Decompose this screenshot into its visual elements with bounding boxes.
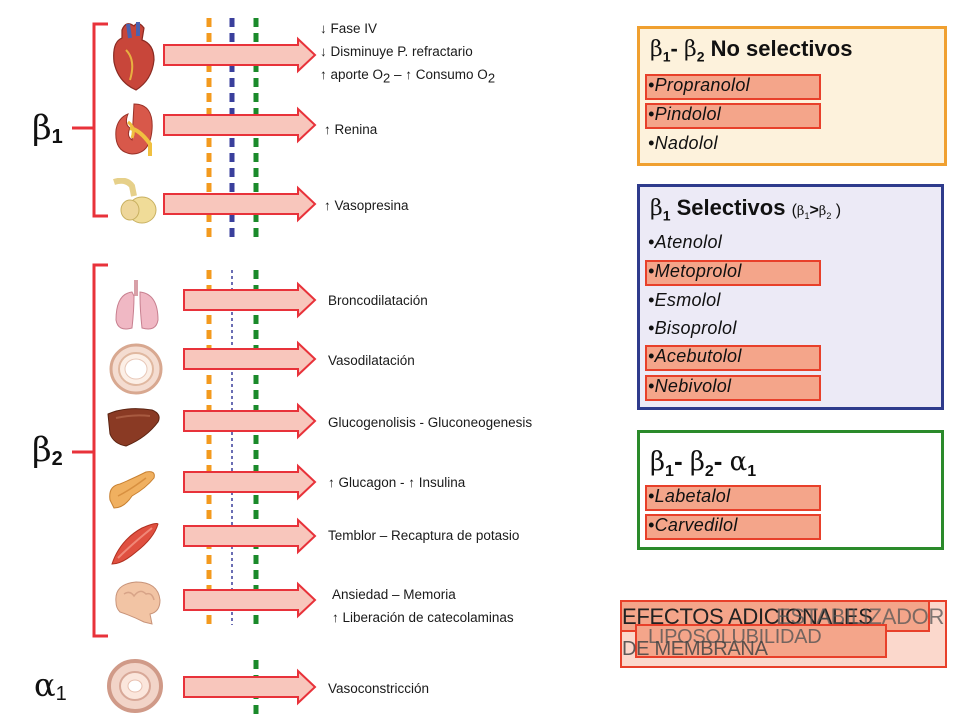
pancreas-icon bbox=[106, 466, 158, 512]
overlap-box-front bbox=[635, 624, 887, 658]
highlight-propranolol bbox=[645, 74, 821, 100]
effect-muscle-tremor: Temblor – Recaptura de potasio bbox=[328, 528, 520, 543]
drug-metoprolol: •Metoprolol bbox=[648, 261, 742, 281]
drug-carvedilol: •Carvedilol bbox=[648, 515, 738, 535]
selective-title: β1 Selectivos (β1>β2 ) bbox=[650, 195, 842, 224]
drug-pindolol: •Pindolol bbox=[648, 104, 722, 124]
drug-acebutolol: •Acebutolol bbox=[648, 346, 742, 366]
arrow-vessel-alpha bbox=[183, 668, 317, 706]
effect-heart-phase4: ↓ Fase IV bbox=[320, 21, 378, 36]
effect-liver-glycogenolysis: Glucogenolisis - Gluconeogenesis bbox=[328, 415, 533, 430]
effect-heart-oxygen: ↑ aporte O2 – ↑ Consumo O2 bbox=[320, 67, 496, 86]
arrow-liver bbox=[183, 402, 317, 440]
arrow-muscle bbox=[183, 517, 317, 555]
overlap-text-effects: EFECTOS ADICIONALES bbox=[622, 604, 873, 629]
arrow-kidney bbox=[163, 106, 317, 144]
beta2-bracket bbox=[72, 263, 108, 638]
arrow-pancreas bbox=[183, 463, 317, 501]
effect-brain-anxiety: Ansiedad – Memoria bbox=[332, 587, 456, 602]
drug-bisoprolol: •Bisoprolol bbox=[648, 318, 737, 338]
effect-arrows bbox=[163, 36, 317, 706]
drug-propranolol: •Propranolol bbox=[648, 75, 750, 95]
mixed-title: β1- β2- α1 bbox=[650, 446, 757, 481]
drug-labetalol: •Labetalol bbox=[648, 486, 731, 506]
selective-box bbox=[637, 184, 944, 410]
drug-nadolol: •Nadolol bbox=[648, 133, 718, 153]
overlap-text-liposolubility: LIPOSOLUBILIDAD bbox=[648, 626, 822, 648]
blood-vessel-icon bbox=[108, 342, 164, 396]
highlight-nebivolol bbox=[645, 375, 821, 401]
highlight-carvedilol bbox=[645, 514, 821, 540]
highlight-pindolol bbox=[645, 103, 821, 129]
drug-nebivolol: •Nebivolol bbox=[648, 376, 732, 396]
effect-pancreas-glucagon: ↑ Glucagon - ↑ Insulina bbox=[328, 475, 466, 490]
liver-icon bbox=[106, 404, 162, 450]
receptor-label-beta1: β1 bbox=[32, 108, 63, 148]
arrow-heart bbox=[163, 36, 317, 74]
effect-vessel-vasodilation: Vasodilatación bbox=[328, 353, 415, 368]
brain-icon bbox=[110, 576, 164, 626]
arrow-pituitary bbox=[163, 185, 317, 223]
arrow-lung bbox=[183, 281, 317, 319]
overlap-text-stabilizer: ESTABILIZADOR bbox=[776, 604, 945, 629]
effect-heart-refractory: ↓ Disminuye P. refractario bbox=[320, 44, 473, 59]
arrow-brain bbox=[183, 581, 317, 619]
receptor-label-beta2: β2 bbox=[32, 430, 63, 470]
highlight-labetalol bbox=[645, 485, 821, 511]
effect-vessel-vasoconstriction: Vasoconstricción bbox=[328, 681, 430, 696]
overlap-text-membrane: DE MEMBRANA bbox=[622, 638, 768, 660]
muscle-icon bbox=[108, 518, 162, 568]
nonselective-title: β1- β2 No selectivos bbox=[650, 36, 853, 65]
blood-vessel-alpha-icon bbox=[106, 658, 164, 714]
lungs-icon bbox=[112, 276, 162, 334]
effect-kidney-renin: ↑ Renina bbox=[324, 122, 378, 137]
highlight-acebutolol bbox=[645, 345, 821, 371]
arrow-vessel bbox=[183, 340, 317, 378]
heart-icon bbox=[108, 20, 160, 92]
effect-lung-bronchodilation: Broncodilatación bbox=[328, 293, 428, 308]
drug-esmolol: •Esmolol bbox=[648, 290, 721, 310]
effect-brain-catecholamines: ↑ Liberación de catecolaminas bbox=[332, 610, 514, 625]
beta1-bracket bbox=[72, 22, 108, 218]
pituitary-icon bbox=[112, 177, 158, 226]
receptor-label-alpha1: α1 bbox=[34, 666, 67, 705]
drug-atenolol: •Atenolol bbox=[648, 232, 723, 252]
highlight-metoprolol bbox=[645, 260, 821, 286]
kidney-icon bbox=[110, 100, 158, 158]
effect-pituitary-vasopressin: ↑ Vasopresina bbox=[324, 198, 409, 213]
